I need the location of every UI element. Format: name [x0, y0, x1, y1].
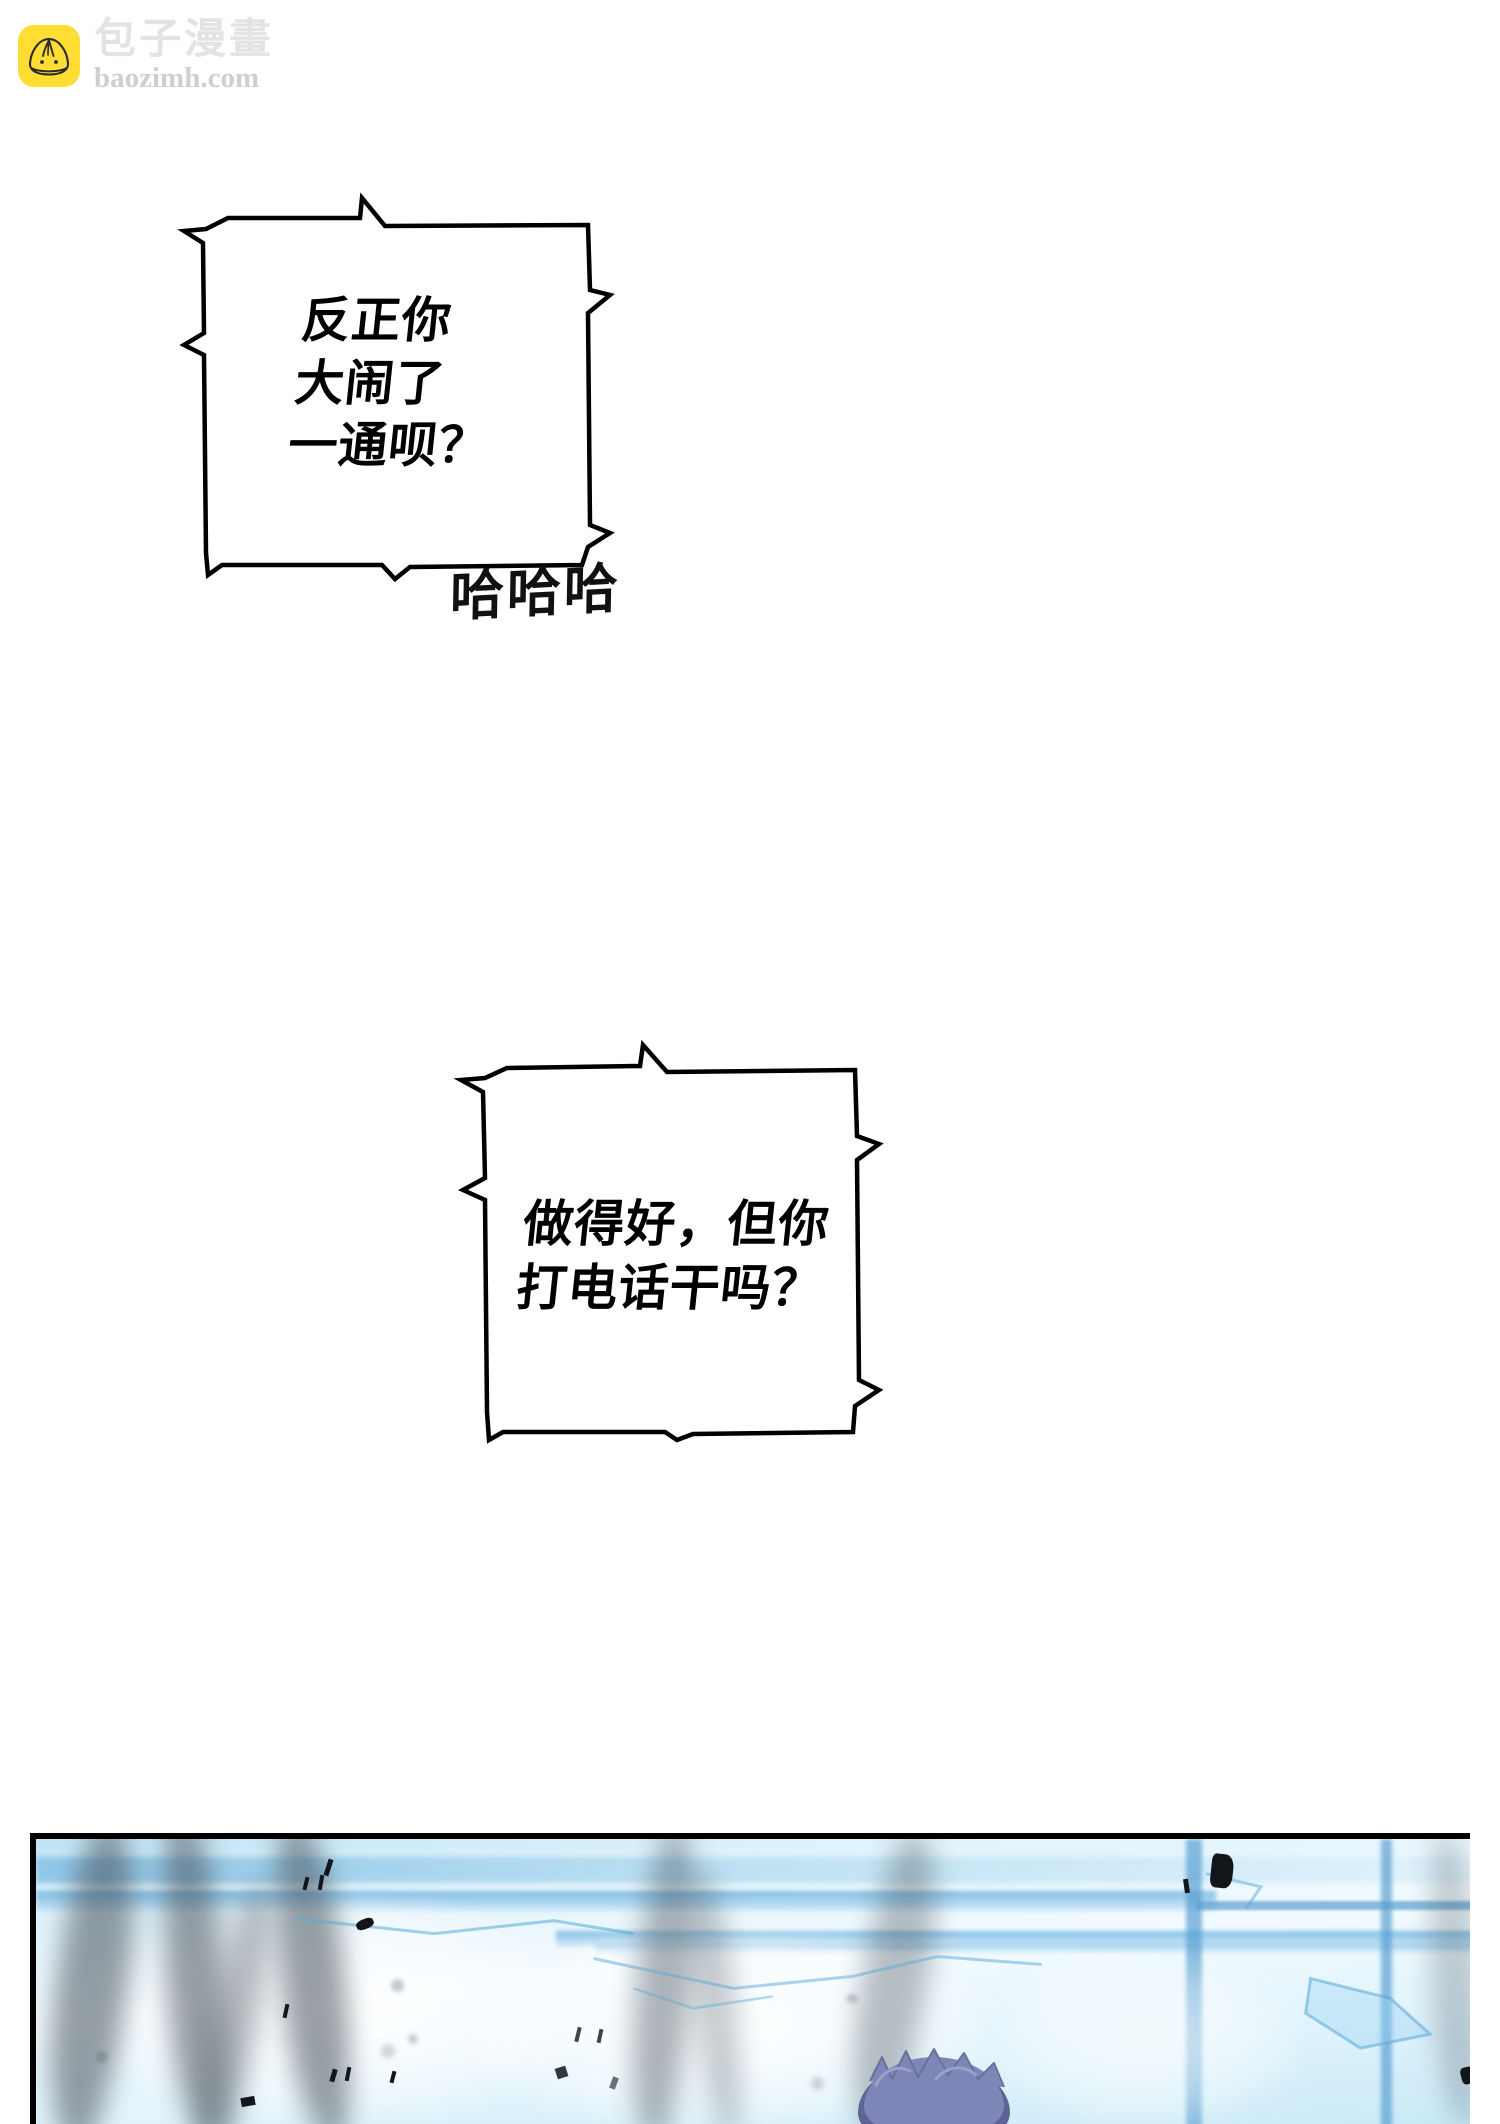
dust-speck: [846, 1994, 858, 2003]
speech-bubble-2: 做得好，但你 打电话干吗？: [453, 1039, 895, 1444]
dust-speck: [408, 2034, 418, 2044]
dust-speck: [391, 1979, 404, 1992]
watermark-text-block: 包子漫畫 baozimh.com: [94, 18, 274, 93]
glass-cracks: [294, 1872, 1434, 2050]
comic-art-panel: [30, 1833, 1470, 2124]
glass-bar-3: [596, 1944, 1470, 1953]
light-glow-right: [996, 1959, 1296, 2124]
sfx-laughter-text: 哈哈哈: [449, 556, 622, 629]
dust-speck: [811, 2077, 824, 2090]
site-name-cn: 包子漫畫: [94, 14, 275, 63]
baozi-logo-icon: [18, 24, 80, 87]
dust-speck: [96, 2051, 108, 2063]
speech-bubble-1: 反正你 大闹了 一通呗？: [170, 192, 620, 583]
steamed-bun-icon: [28, 37, 70, 76]
character-hair-strands: [869, 2048, 1005, 2088]
site-watermark: 包子漫畫 baozimh.com: [18, 18, 274, 93]
bubble-1-shape: [177, 192, 615, 583]
site-domain: baozimh.com: [94, 62, 260, 94]
bubble-2-shape: [453, 1039, 884, 1444]
window-frame-horizontal: [1196, 1901, 1470, 1910]
bubble-2-text: 做得好，但你 打电话干吗？: [513, 1195, 833, 1317]
window-frame-vertical-2: [1381, 1839, 1392, 2124]
dust-speck: [381, 2044, 395, 2058]
bubble-1-text: 反正你 大闹了 一通呗？: [285, 292, 492, 475]
